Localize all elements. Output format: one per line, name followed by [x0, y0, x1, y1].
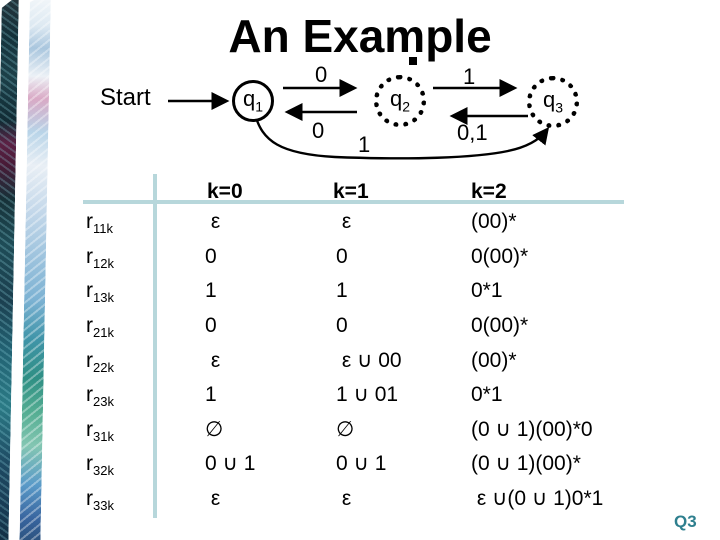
edge-label-q2-q1: 0	[312, 118, 325, 143]
state-q3: q3	[527, 76, 579, 128]
table-row: r12k 0 0 0(00)*	[0, 246, 720, 270]
table-row: r13k 1 1 0*1	[0, 280, 720, 304]
row-label: r23k	[86, 383, 114, 410]
cell-k2: 0(00)*	[471, 245, 529, 268]
edge-label-q1-q2: 0	[315, 62, 328, 87]
cell-k1: 0 ∪ 1	[336, 452, 387, 475]
row-label: r12k	[86, 245, 114, 272]
cell-k2: (00)*	[471, 349, 517, 372]
cell-k2: ε ∪(0 ∪ 1)0*1	[471, 487, 604, 510]
col-header-k0: k=0	[207, 180, 243, 203]
cell-k1: 0	[336, 245, 348, 268]
state-q3-label: q3	[542, 87, 564, 116]
row-label: r13k	[86, 279, 114, 306]
cell-k0: 1	[205, 279, 217, 302]
cell-k1: ε	[336, 487, 352, 510]
col-header-k2: k=2	[471, 180, 507, 203]
cell-k0: ε	[205, 349, 221, 372]
edge-label-q3-q2: 0,1	[457, 120, 488, 145]
state-q1-label: q1	[242, 86, 264, 115]
cell-k2: 0*1	[471, 279, 503, 302]
table-row: r21k 0 0 0(00)*	[0, 315, 720, 339]
cell-k0: 1	[205, 383, 217, 406]
table-horizontal-rule	[83, 200, 624, 204]
row-label: r33k	[86, 487, 114, 514]
row-label: r22k	[86, 349, 114, 376]
table-row: r33k ε ε ε ∪(0 ∪ 1)0*1	[0, 488, 720, 512]
table-row: r11k ε ε (00)*	[0, 211, 720, 235]
row-label: r11k	[86, 210, 113, 237]
stray-mark	[409, 57, 417, 65]
row-label: r32k	[86, 452, 114, 479]
cell-k0: 0 ∪ 1	[205, 452, 256, 475]
cell-k1: ∅	[336, 418, 355, 441]
table-row: r31k ∅ ∅ (0 ∪ 1)(00)*0	[0, 419, 720, 443]
cell-k2: 0*1	[471, 383, 503, 406]
cell-k2: 0(00)*	[471, 314, 529, 337]
state-q1: q1	[232, 80, 274, 122]
cell-k0: ε	[205, 210, 221, 233]
edge-label-q1-q3: 1	[358, 132, 371, 157]
cell-k1: ε	[336, 210, 352, 233]
start-label: Start	[100, 84, 151, 111]
table-vertical-rule	[153, 174, 157, 518]
cell-k0: ε	[205, 487, 221, 510]
col-header-k1: k=1	[333, 180, 369, 203]
cell-k1: 1 ∪ 01	[336, 383, 399, 406]
cell-k0: 0	[205, 314, 217, 337]
state-q2-label: q2	[389, 86, 411, 115]
table-row: r32k 0 ∪ 1 0 ∪ 1 (0 ∪ 1)(00)*	[0, 453, 720, 477]
edge-label-q2-q3: 1	[463, 64, 476, 89]
row-label: r31k	[86, 418, 114, 445]
cell-k1: 0	[336, 314, 348, 337]
table-row: r23k 1 1 ∪ 01 0*1	[0, 384, 720, 408]
state-q2: q2	[374, 75, 426, 127]
cell-k1: ε ∪ 00	[336, 349, 402, 372]
cell-k1: 1	[336, 279, 348, 302]
cell-k0: ∅	[205, 418, 224, 441]
slide-tag: Q3	[674, 512, 697, 531]
cell-k2: (0 ∪ 1)(00)*	[471, 452, 581, 475]
cell-k2: (00)*	[471, 210, 517, 233]
cell-k0: 0	[205, 245, 217, 268]
page-title: An Example	[228, 10, 492, 62]
cell-k2: (0 ∪ 1)(00)*0	[471, 418, 593, 441]
row-label: r21k	[86, 314, 114, 341]
table-row: r22k ε ε ∪ 00 (00)*	[0, 350, 720, 374]
